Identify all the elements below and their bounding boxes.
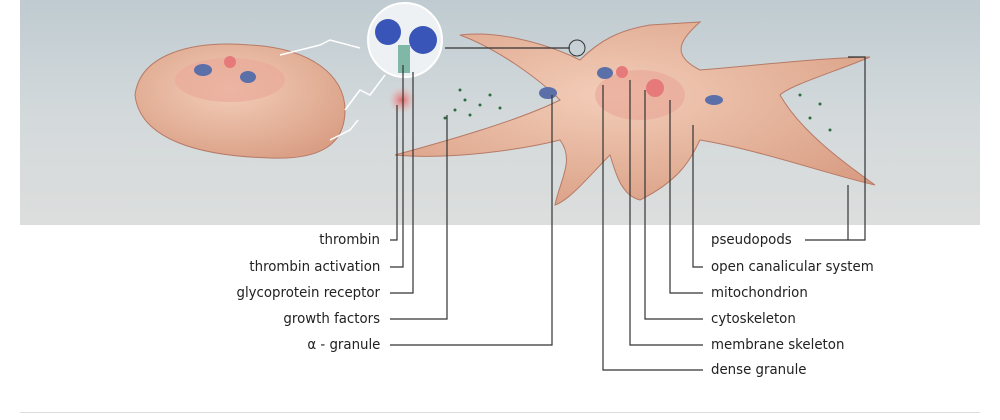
label-thrombin: thrombin	[319, 232, 380, 248]
label-dense-granule: dense granule	[711, 362, 807, 378]
platelet-illustration	[20, 0, 980, 225]
label-open-canalicular-system: open canalicular system	[711, 259, 874, 275]
label-alpha-granule: α - granule	[306, 337, 380, 353]
label-mitochondrion: mitochondrion	[711, 285, 808, 301]
label-thrombin-activation: thrombin activation	[249, 259, 380, 275]
label-cytoskeleton: cytoskeleton	[711, 311, 796, 327]
label-glycoprotein-receptor: glycoprotein receptor	[236, 285, 380, 301]
label-growth-factors: growth factors	[283, 311, 380, 327]
divider	[20, 412, 980, 413]
label-pseudopods: pseudopods	[711, 232, 792, 248]
label-membrane-skeleton: membrane skeleton	[711, 337, 845, 353]
